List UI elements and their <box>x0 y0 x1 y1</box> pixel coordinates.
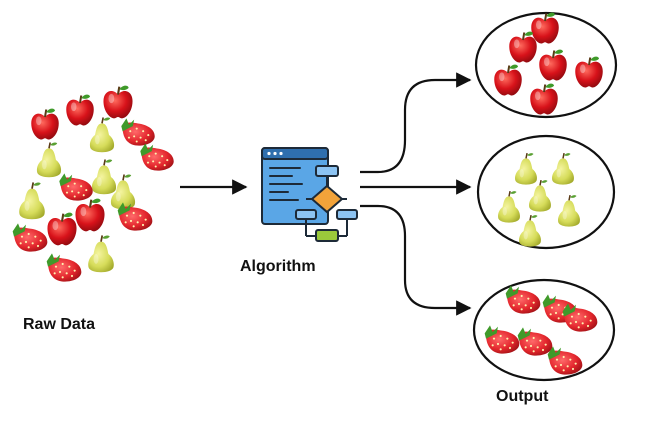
raw-data-label: Raw Data <box>23 316 96 333</box>
apple-icon <box>65 93 95 127</box>
arrow-to-strawberry-group <box>360 204 472 316</box>
apple-icon <box>46 211 78 247</box>
output-apple-group <box>474 11 618 119</box>
algorithm-flowchart-icon <box>261 147 358 242</box>
output-strawberry-group <box>472 278 616 382</box>
algorithm-label: Algorithm <box>240 258 316 275</box>
arrow-to-apple-group <box>360 72 472 174</box>
strawberry-icon <box>140 143 174 171</box>
pear-icon <box>89 116 115 154</box>
apple-icon <box>74 197 106 233</box>
strawberry-icon <box>117 202 153 231</box>
output-pear-group <box>476 134 616 250</box>
strawberry-icon <box>46 253 82 282</box>
pear-icon <box>91 158 117 196</box>
output-label: Output <box>496 388 549 405</box>
pear-icon <box>87 234 115 274</box>
apple-icon <box>102 84 134 120</box>
raw-data-fruit-pile <box>12 84 174 282</box>
strawberry-icon <box>59 173 93 201</box>
apple-icon <box>30 107 60 141</box>
strawberry-icon <box>12 223 48 252</box>
pear-icon <box>18 181 46 221</box>
pear-icon <box>36 141 62 179</box>
strawberry-icon <box>121 118 155 146</box>
